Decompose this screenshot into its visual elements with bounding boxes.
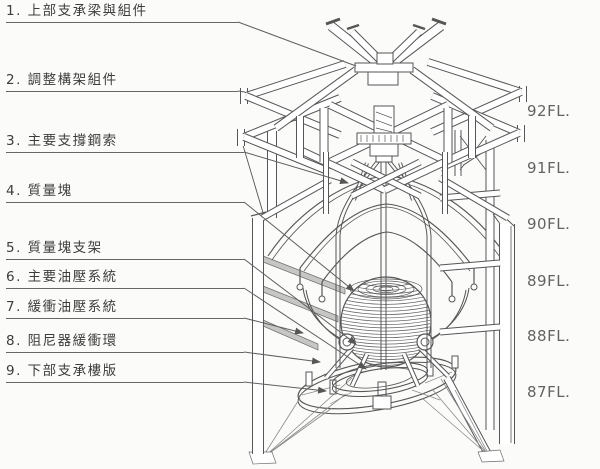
callout-9: 9. 下部支承樓版 (6, 363, 244, 383)
floor-label-91: 91FL. (527, 159, 571, 177)
floor-label-92: 92FL. (527, 102, 571, 120)
callout-4: 4. 質量塊 (6, 183, 244, 203)
callout-7: 7. 緩衝油壓系統 (6, 299, 244, 319)
floor-label-88: 88FL. (527, 327, 571, 345)
callout-3: 3. 主要支撐鋼索 (6, 133, 244, 153)
callout-5: 5. 質量塊支架 (6, 240, 244, 260)
floor-label-87: 87FL. (527, 383, 571, 401)
floor-label-90: 90FL. (527, 215, 571, 233)
callout-2: 2. 調整構架組件 (6, 72, 238, 92)
floor-label-89: 89FL. (527, 272, 571, 290)
callout-8: 8. 阻尼器緩衝環 (6, 333, 244, 353)
callout-1: 1. 上部支承梁與組件 (6, 3, 238, 23)
callout-6: 6. 主要油壓系統 (6, 269, 244, 289)
